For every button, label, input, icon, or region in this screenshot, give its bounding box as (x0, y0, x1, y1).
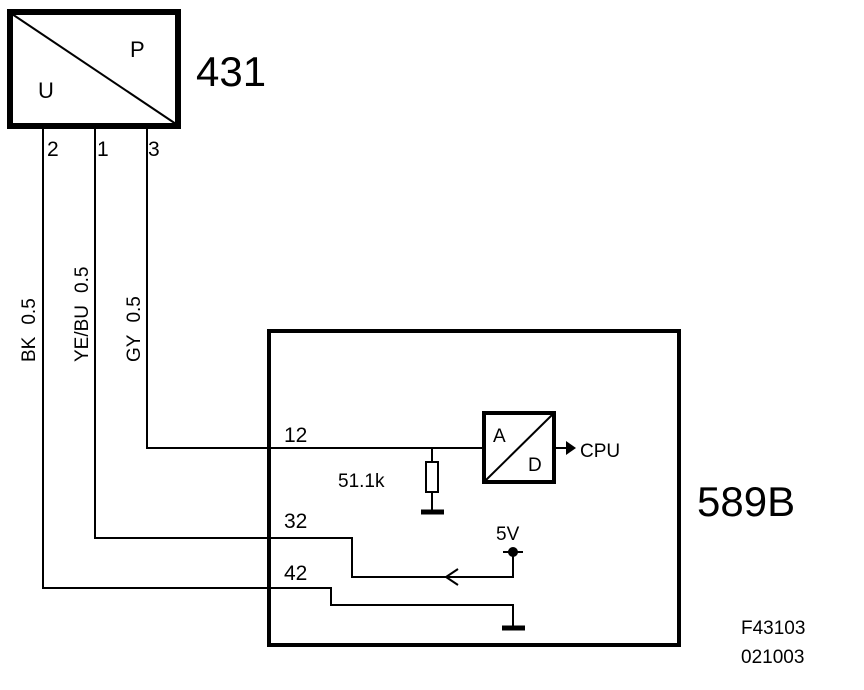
wire-gy (146, 126, 270, 449)
resistor (425, 461, 439, 493)
sensor-diagonal (11, 13, 177, 125)
wire-gy-color: GY (124, 334, 145, 362)
ground-line (270, 587, 514, 626)
adc-diagonal (485, 414, 553, 481)
wire-gy-size: 0.5 (124, 296, 145, 322)
sensor-label-u: U (38, 78, 54, 103)
adc-converter: A D (482, 411, 556, 484)
wire-yebu-color: YE/BU (72, 305, 93, 362)
module-pin-42: 42 (284, 562, 307, 585)
supply-label: 5V (496, 524, 520, 545)
module-pin-32: 32 (284, 510, 307, 533)
supply-arrow-icon (444, 568, 459, 586)
wire-label-bk: BK 0.5 (19, 298, 40, 362)
figure-date: 021003 (741, 647, 804, 668)
sensor-id: 431 (196, 48, 266, 95)
supply-line (270, 537, 514, 578)
resistor-value: 51.1k (338, 471, 385, 492)
wire-bk (42, 126, 270, 589)
module-id: 589B (697, 478, 795, 525)
cpu-arrow-icon (566, 441, 576, 455)
wire-yebu-size: 0.5 (72, 267, 93, 293)
wire-bk-color: BK (19, 336, 40, 362)
wire-yebu (94, 126, 270, 539)
figure-code: F43103 (741, 618, 805, 639)
cpu-label: CPU (580, 441, 620, 462)
module-box (267, 329, 681, 647)
wire-label-gy: GY 0.5 (124, 296, 145, 362)
sensor-pin-3: 3 (148, 138, 160, 161)
sensor-pin-2: 2 (47, 138, 59, 161)
sensor-pin-1: 1 (97, 138, 109, 161)
adc-label-a: A (493, 426, 506, 447)
sensor-431: P U 431 (7, 9, 266, 129)
module-589b: 589B (267, 329, 795, 647)
wire-bk-size: 0.5 (19, 298, 40, 324)
sensor-label-p: P (130, 37, 145, 62)
module-pin-12: 12 (284, 424, 307, 447)
wire-label-yebu: YE/BU 0.5 (72, 267, 93, 362)
adc-label-d: D (528, 455, 542, 476)
